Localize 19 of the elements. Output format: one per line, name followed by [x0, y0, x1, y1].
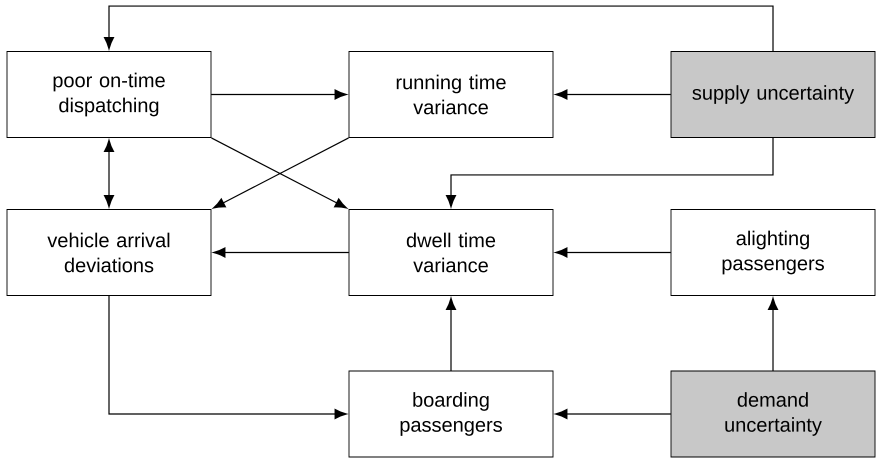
arrow [555, 247, 671, 258]
process-box: poor on-time dispatching [6, 51, 212, 138]
arrow [768, 298, 778, 371]
arrow [446, 138, 774, 208]
process-box: alighting passengers [670, 209, 876, 296]
process-box: boarding passengers [348, 370, 554, 458]
arrow [213, 247, 349, 258]
process-box: demand uncertainty [670, 370, 876, 458]
arrow [104, 140, 114, 208]
arrow [104, 5, 774, 52]
process-box: running time variance [348, 51, 554, 138]
arrow [211, 89, 347, 100]
arrow [555, 89, 671, 100]
arrow [555, 408, 671, 420]
process-box: dwell time variance [348, 209, 554, 296]
process-box: supply uncertainty [670, 51, 876, 138]
arrow [108, 296, 347, 420]
process-box: vehicle arrival deviations [6, 209, 212, 296]
arrow [446, 298, 456, 371]
